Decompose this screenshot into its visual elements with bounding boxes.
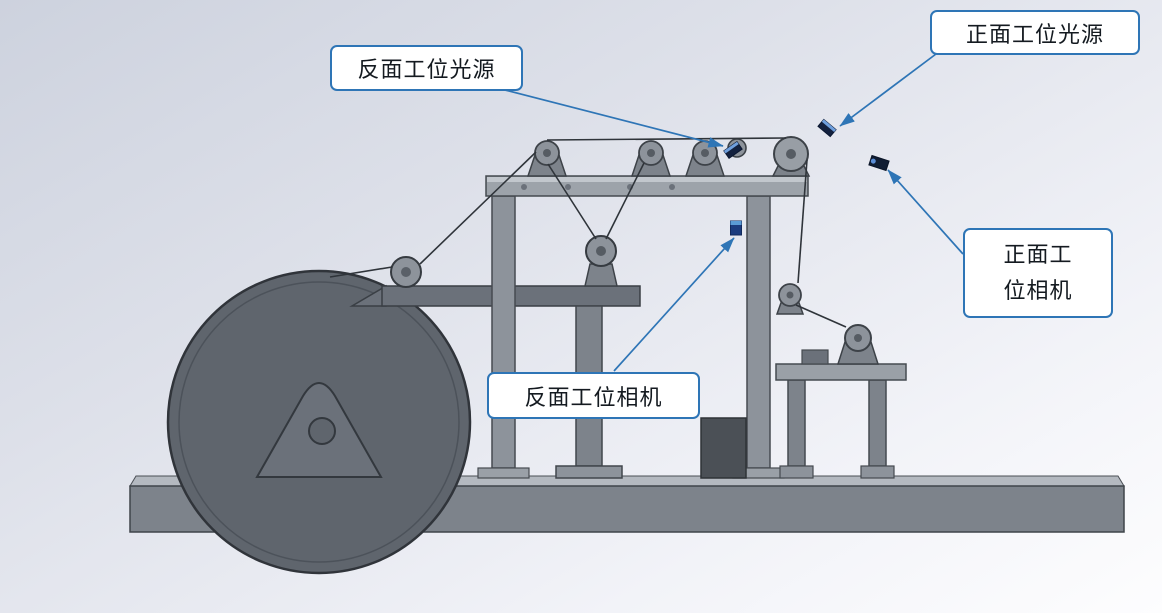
callout-front-light-label: 正面工位光源	[965, 21, 1104, 47]
callout-front-camera-label-line2: 位相机	[1003, 278, 1073, 303]
callout-back-camera: 反面工位相机	[487, 372, 700, 419]
callout-front-camera-label-line1: 正面工	[1003, 242, 1073, 267]
flywheel	[166, 269, 472, 575]
callout-front-camera: 正面工 位相机	[963, 228, 1113, 318]
bearing-block-3	[684, 140, 726, 177]
bearing-block-2	[630, 140, 672, 177]
end-roller	[771, 136, 811, 177]
callout-front-light: 正面工位光源	[930, 10, 1140, 55]
right-platform	[775, 349, 907, 479]
front-station-light	[817, 118, 837, 138]
leader-back-light	[504, 89, 724, 148]
callout-back-camera-label: 反面工位相机	[524, 384, 663, 410]
lower-bearing	[775, 283, 805, 315]
back-station-camera	[730, 220, 742, 236]
callout-back-light: 反面工位光源	[330, 45, 523, 91]
web-lines	[329, 137, 847, 328]
leader-back-camera	[613, 237, 735, 372]
callout-back-light-label: 反面工位光源	[357, 57, 496, 82]
equipment-box	[700, 417, 747, 479]
leader-front-camera	[887, 169, 964, 255]
top-rail	[485, 175, 809, 197]
platform-bearing	[836, 324, 880, 365]
back-station-light	[723, 141, 743, 159]
front-station-camera	[868, 154, 890, 172]
frame-left-post	[477, 195, 530, 479]
mid-pulley	[584, 235, 618, 287]
leader-front-light	[839, 53, 937, 127]
left-guide-pulley	[390, 256, 422, 288]
flywheel-hub-hole	[308, 417, 336, 445]
bearing-block-1	[526, 140, 568, 177]
leader-lines	[504, 53, 964, 372]
